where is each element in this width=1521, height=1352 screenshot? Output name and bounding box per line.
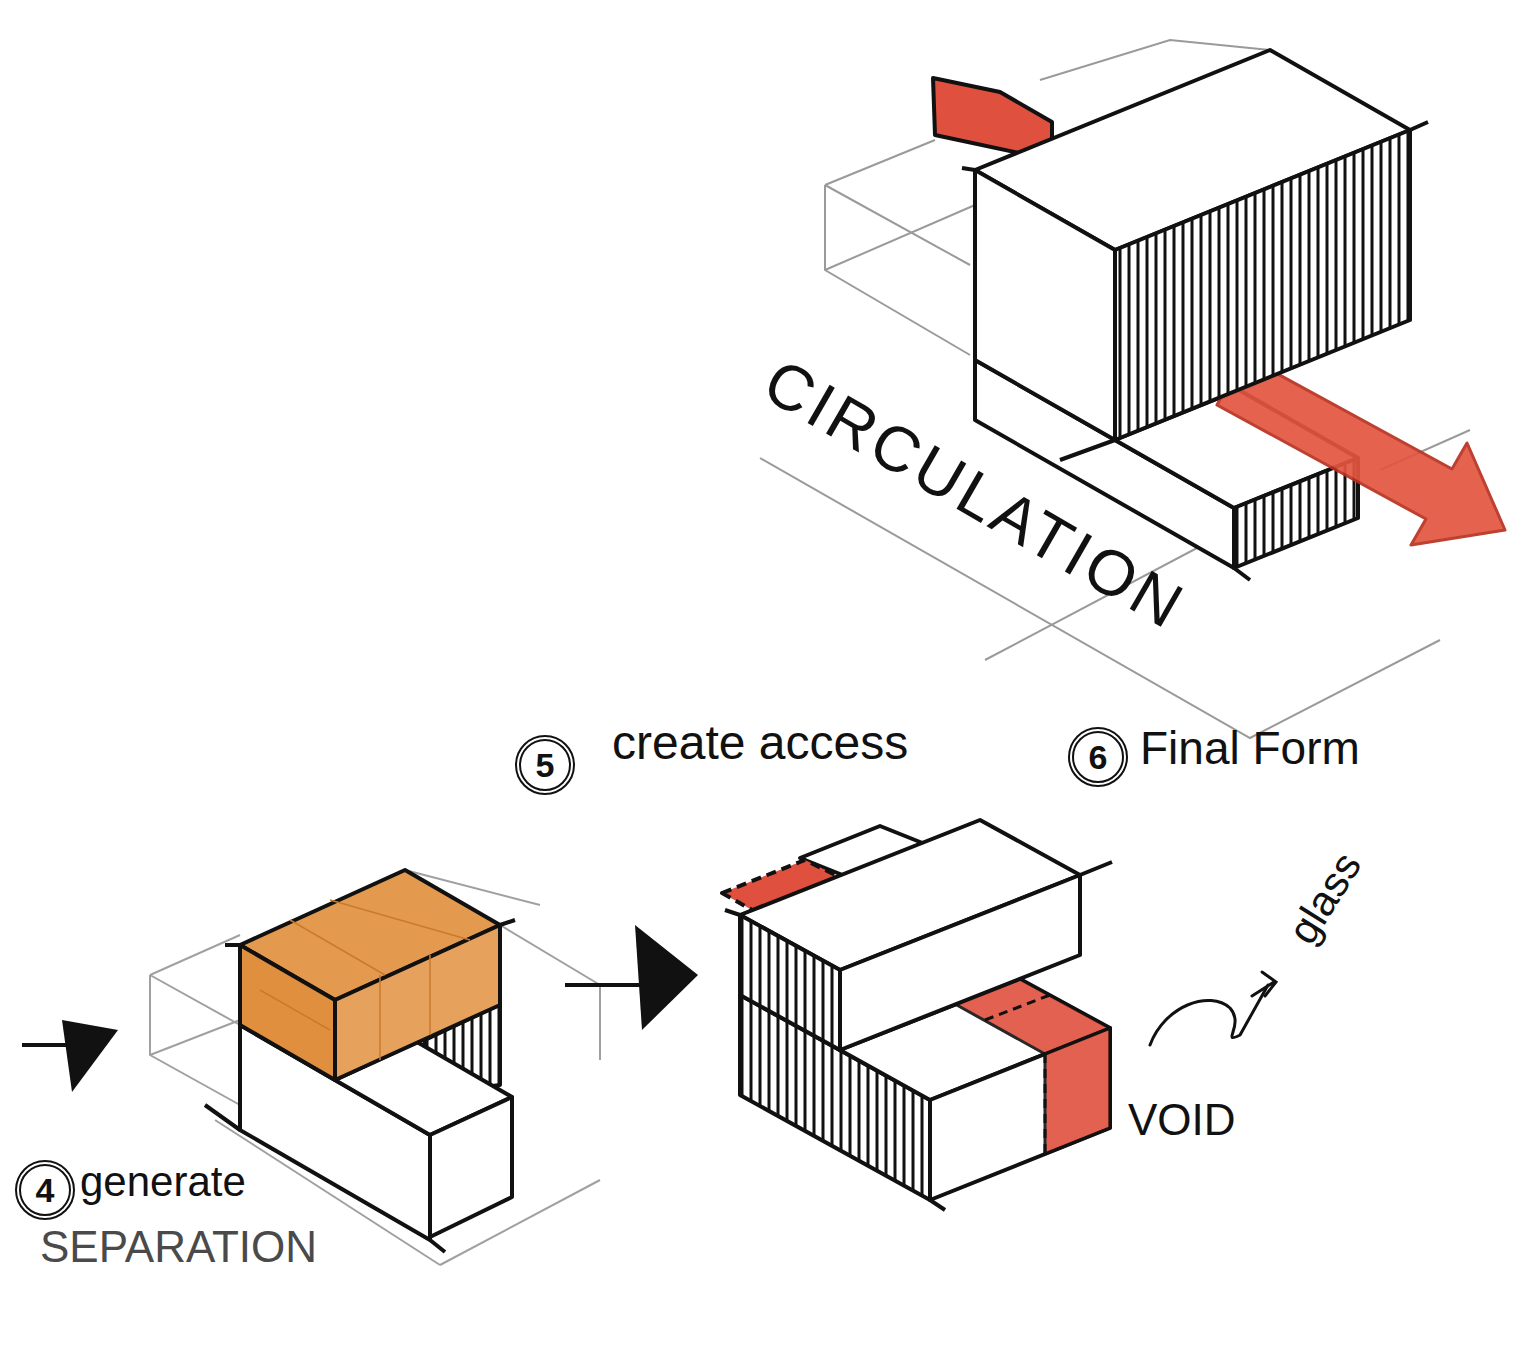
ghost-lines	[150, 935, 240, 975]
circulation-label: CIRCULATION	[752, 345, 1198, 645]
ghost-lines	[150, 870, 600, 1265]
upper-volume	[740, 915, 840, 1050]
upper-volume	[725, 862, 1112, 1210]
callout-number: 6	[1089, 740, 1108, 774]
step-arrow	[635, 925, 698, 1030]
upper-volume	[840, 875, 1080, 1050]
orange-volume	[335, 925, 500, 1080]
lower-volume	[430, 1097, 512, 1237]
circulation-arrow	[1217, 355, 1505, 545]
ghost-lines	[150, 975, 240, 1025]
step-circle: 4	[15, 1160, 75, 1220]
glass-void	[985, 995, 1050, 1154]
step-circle: 6	[1068, 727, 1128, 787]
ground-lines	[825, 205, 975, 270]
orange-volume	[225, 870, 515, 1080]
step-arrow	[22, 925, 698, 1092]
glass-void	[1045, 1028, 1110, 1154]
ground-lines	[825, 140, 935, 185]
orange-volume	[240, 945, 335, 1080]
callout-number: 5	[536, 748, 555, 782]
ground-lines	[825, 185, 970, 355]
callout-number: 4	[36, 1173, 55, 1207]
glass-leader	[1150, 985, 1268, 1045]
step-title: SEPARATION	[40, 1222, 317, 1273]
lower-volume	[1234, 458, 1358, 568]
glass-leader	[1150, 972, 1276, 1045]
orange-volume	[260, 900, 470, 1060]
ghost-lines	[150, 1020, 240, 1055]
circulation-arrow	[1217, 355, 1505, 545]
step-title: Final Form	[1140, 722, 1360, 775]
glass-void	[955, 979, 1110, 1154]
glass-leader	[1252, 972, 1276, 996]
lower-volume	[930, 1028, 1110, 1200]
step-title: create access	[612, 715, 908, 770]
ground-lines	[825, 185, 970, 265]
orange-volume	[225, 920, 515, 945]
upper-volume	[1115, 130, 1410, 440]
ghost-lines	[150, 975, 240, 1105]
step-title: generate	[80, 1158, 246, 1206]
upper-volume	[975, 170, 1115, 440]
step-circle: 5	[515, 735, 575, 795]
step-arrow	[62, 1020, 118, 1092]
ghost-lines	[500, 925, 600, 1060]
material-note: glass	[1279, 844, 1372, 953]
step-arrow	[565, 983, 640, 987]
void-label: VOID	[1128, 1095, 1236, 1146]
upper-volume	[725, 820, 1112, 1210]
